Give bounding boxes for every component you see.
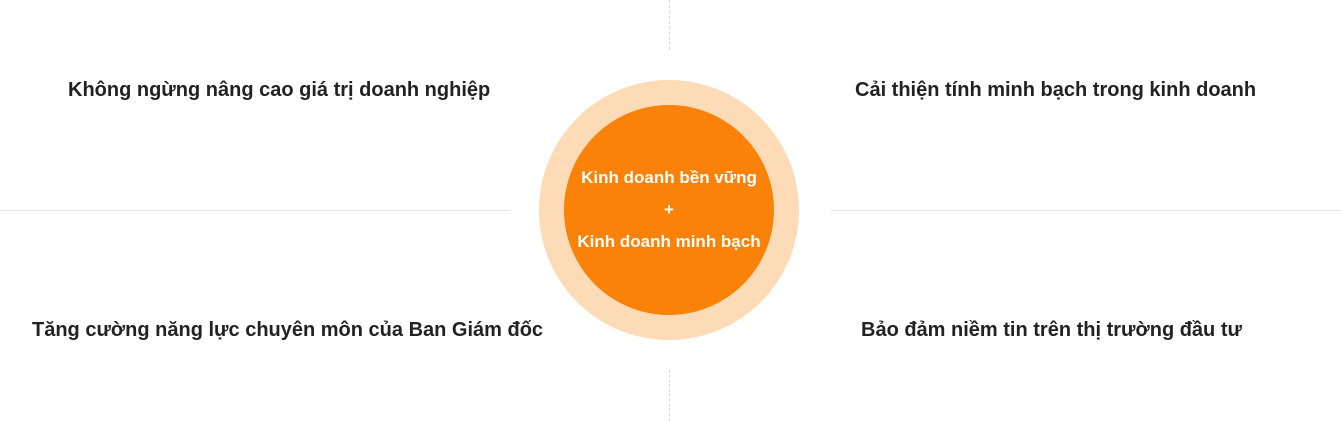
quadrant-label-bottom-left: Tăng cường năng lực chuyên môn của Ban G… — [32, 319, 544, 341]
horizontal-divider-left — [0, 210, 510, 211]
center-plus-sign: + — [664, 200, 674, 219]
center-circle: Kinh doanh bền vững + Kinh doanh minh bạ… — [564, 105, 774, 315]
horizontal-divider-right — [831, 210, 1341, 211]
vertical-divider-top — [669, 0, 670, 50]
quadrant-label-top-right: Cải thiện tính minh bạch trong kinh doan… — [855, 79, 1257, 101]
center-line-1: Kinh doanh bền vững — [581, 168, 757, 187]
quadrant-label-bottom-right: Bảo đảm niềm tin trên thị trường đầu tư — [861, 319, 1242, 341]
quadrant-label-top-left: Không ngừng nâng cao giá trị doanh nghiệ… — [68, 79, 491, 101]
vertical-divider-bottom — [669, 370, 670, 421]
center-line-2: Kinh doanh minh bạch — [577, 232, 761, 251]
